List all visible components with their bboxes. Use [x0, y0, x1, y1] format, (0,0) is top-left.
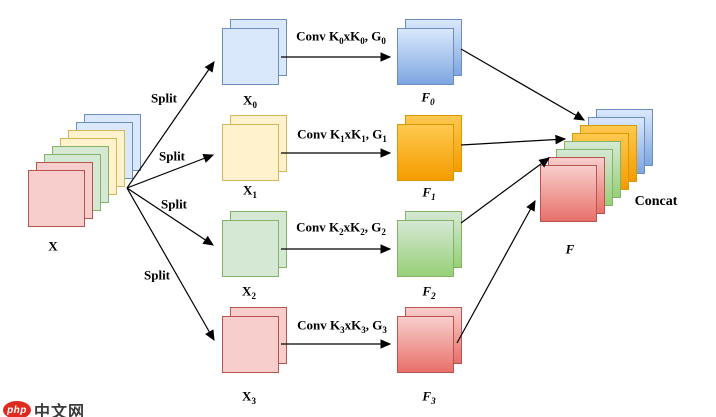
f1-label: F1 — [422, 184, 436, 203]
f2-label: F2 — [422, 283, 436, 302]
x2-stack-layer — [222, 220, 279, 277]
f2-stack-layer — [397, 220, 454, 277]
x1-label: X1 — [243, 182, 257, 201]
x2-label: X2 — [242, 283, 256, 302]
conv-label-2: Conv K2xK2, G2 — [296, 219, 386, 238]
split-label-0: Split — [150, 90, 178, 106]
site-watermark: php 中文网 — [3, 398, 85, 417]
x0-stack-layer — [222, 28, 279, 85]
x0-label: X0 — [243, 92, 257, 111]
split-label-1: Split — [158, 148, 186, 164]
conv-label-1: Conv K1xK1, G1 — [297, 126, 387, 145]
input-tensor-stack-layer — [28, 170, 85, 227]
x3-label: X3 — [242, 388, 256, 407]
watermark-text: 中文网 — [34, 404, 86, 417]
output-f-label: F — [565, 241, 575, 257]
f0-stack-layer — [397, 28, 454, 85]
concat-label: Concat — [634, 194, 678, 209]
f3-stack-layer — [397, 316, 454, 373]
x3-stack-layer — [222, 316, 279, 373]
f3-label: F3 — [422, 388, 436, 407]
f0-label: F0 — [421, 89, 435, 108]
f1-stack-layer — [397, 124, 454, 181]
php-logo-badge: php — [3, 401, 31, 417]
x1-stack-layer — [222, 124, 279, 181]
split-label-3: Split — [143, 267, 171, 283]
input-label: X — [48, 238, 58, 254]
split-label-2: Split — [160, 196, 188, 212]
conv-label-0: Conv K0xK0, G0 — [296, 28, 386, 47]
output-tensor-stack-layer — [540, 165, 597, 222]
conv-label-3: Conv K3xK3, G3 — [297, 317, 387, 336]
